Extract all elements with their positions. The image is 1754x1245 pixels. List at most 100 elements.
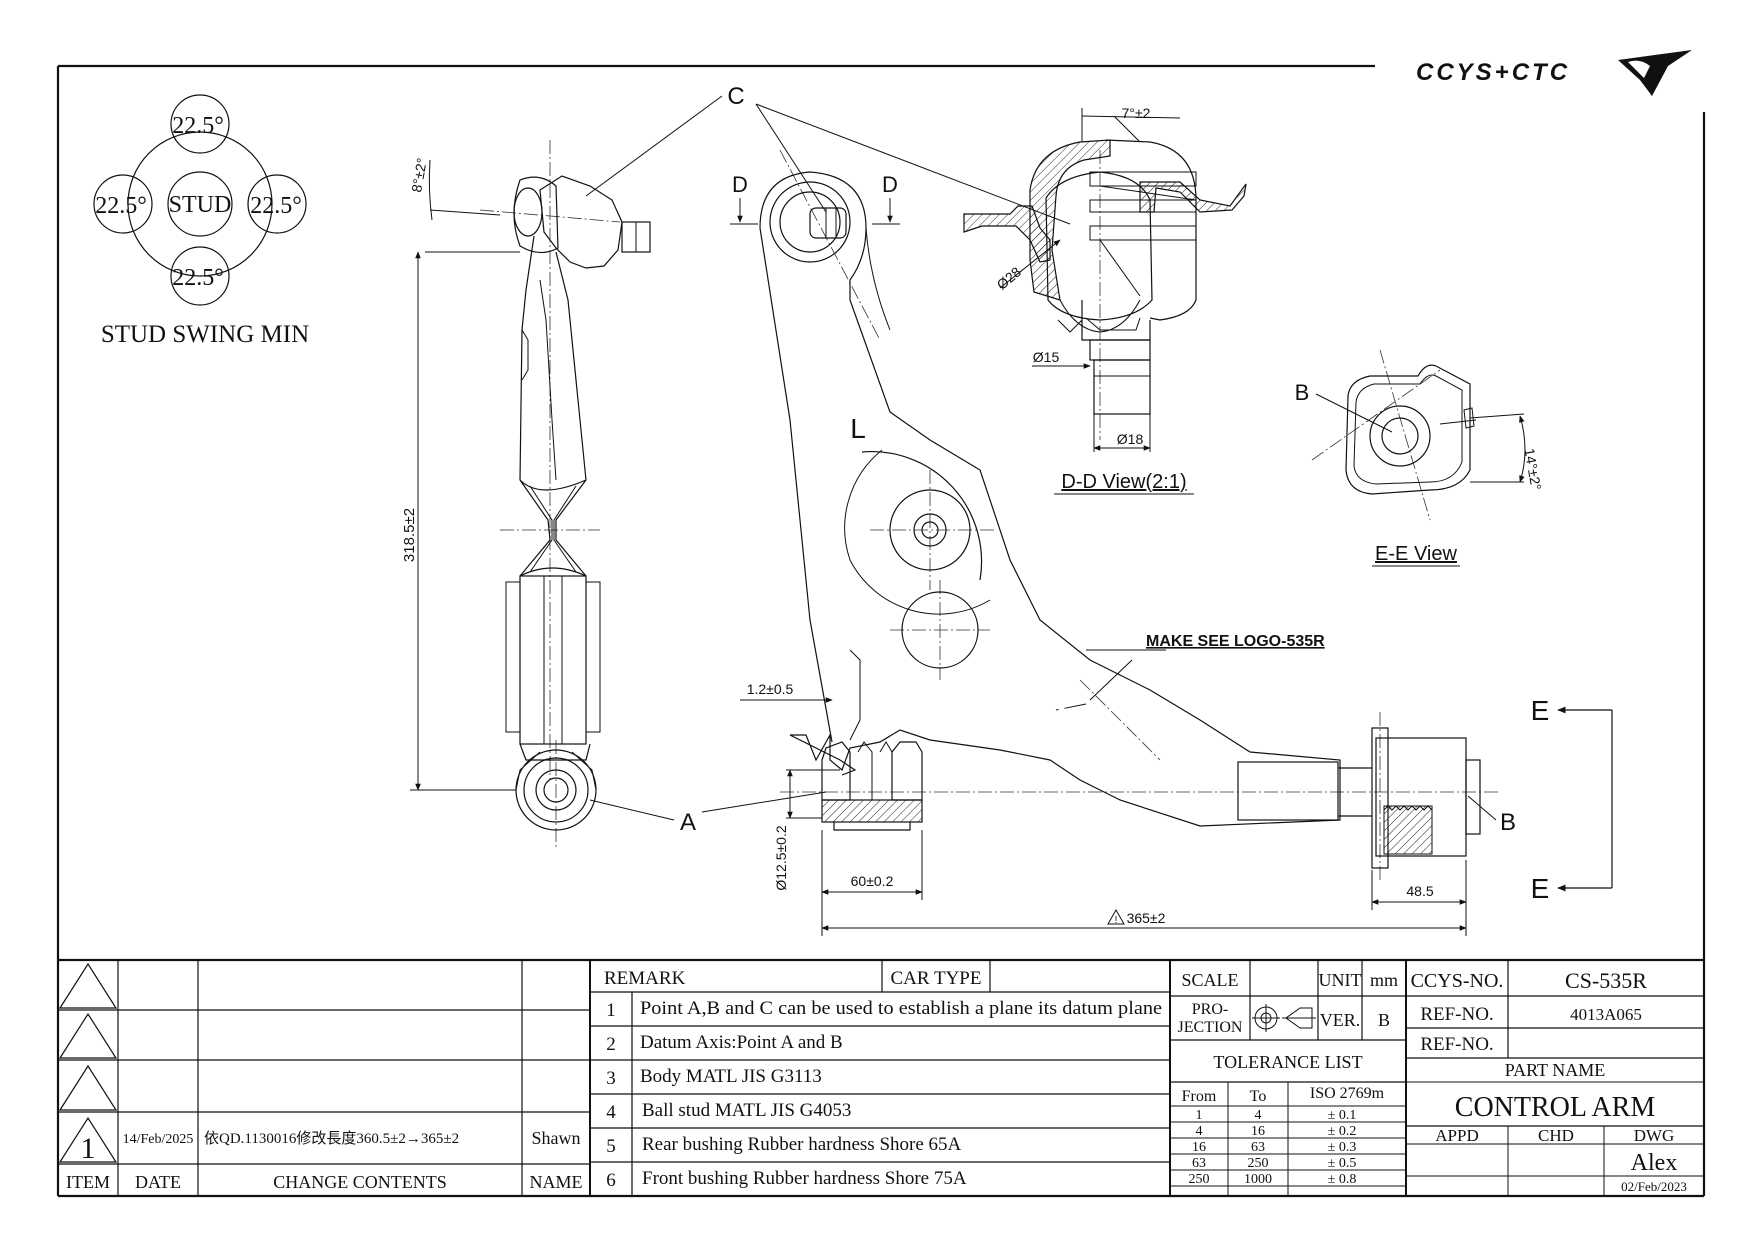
stud-angle-top: 22.5° [172, 113, 224, 139]
remark-4-no: 4 [606, 1102, 616, 1123]
stud-angle-left: 22.5° [95, 193, 147, 219]
ee-angle-dim: 14°±2° [1521, 447, 1544, 491]
tolerance-title: TOLERANCE LIST [1213, 1052, 1362, 1072]
dwg-label: DWG [1634, 1126, 1675, 1145]
callout-a: A [680, 809, 696, 836]
bush-dia-dim: Ø12.5±0.2 [773, 825, 789, 890]
tol-row-tol: ± 0.1 [1328, 1108, 1357, 1123]
tol-header-to: To [1250, 1088, 1267, 1105]
dd-angle-dim: 7°±2 [1122, 105, 1151, 121]
tol-row-tol: ± 0.5 [1328, 1156, 1357, 1171]
dd-section-view: 7°±2 Ø28 Ø15 Ø18 D-D View(2:1) [963, 105, 1247, 495]
chd-label: CHD [1538, 1126, 1574, 1145]
stud-label: STUD [169, 192, 232, 218]
rev-row-4-date: 14/Feb/2025 [123, 1132, 194, 1147]
tilt-dim: 8°±2° [408, 157, 430, 194]
svg-text:!: ! [1115, 915, 1118, 926]
ee-section-view: 14°±2° B E-E View [1295, 349, 1544, 567]
callout-b-top: B [1295, 380, 1310, 405]
callout-d-right: D [882, 172, 898, 197]
stud-angle-bottom: 22.5° [172, 265, 224, 291]
logo-note: MAKE SEE LOGO-535R [1146, 633, 1325, 650]
dd-d15-dim: Ø15 [1033, 349, 1060, 365]
tol-row-from: 1 [1196, 1108, 1203, 1123]
drawing-frame [56, 64, 1706, 1198]
unit-value: mm [1370, 970, 1398, 990]
tol-row-tol: ± 0.2 [1328, 1124, 1357, 1139]
remark-5-no: 5 [606, 1136, 616, 1157]
logo-text: CCYS+CTC [1416, 59, 1570, 86]
projection-symbol-icon [1252, 1004, 1316, 1032]
stud-swing-diagram: STUD 22.5° 22.5° 22.5° 22.5° STUD SWING … [93, 94, 309, 348]
rev-row-4-item: 1 [81, 1132, 96, 1165]
tol-header-from: From [1182, 1088, 1217, 1105]
tol-row-to: 4 [1255, 1108, 1262, 1123]
tol-row-tol: ± 0.8 [1328, 1172, 1357, 1187]
height-dim: 318.5±2 [401, 508, 418, 562]
dd-view-title: D-D View(2:1) [1061, 471, 1186, 493]
rev-header-date: DATE [135, 1172, 181, 1192]
company-logo: CCYS+CTC [1416, 50, 1692, 96]
tol-row-tol: ± 0.3 [1328, 1140, 1357, 1155]
remark-5-text: Rear bushing Rubber hardness Shore 65A [642, 1134, 962, 1155]
tol-row-to: 250 [1248, 1156, 1269, 1171]
scale-label: SCALE [1181, 970, 1238, 990]
tol-row-to: 63 [1251, 1140, 1265, 1155]
unit-label: UNIT [1319, 970, 1362, 990]
part-name: CONTROL ARM [1455, 1092, 1656, 1123]
remark-label: REMARK [604, 968, 686, 989]
tol-row-to: 16 [1251, 1124, 1265, 1139]
plan-view [759, 149, 1500, 880]
ver-label: VER. [1320, 1010, 1361, 1030]
rev-header-item: ITEM [66, 1172, 110, 1192]
front-bushing [821, 741, 923, 831]
remarks-table: REMARK CAR TYPE 1 Point A,B and C can be… [590, 960, 1171, 1196]
ver-value: B [1378, 1010, 1390, 1030]
remark-1-no: 1 [606, 1000, 616, 1021]
ref-no-label-2: REF-NO. [1420, 1034, 1493, 1055]
revision-table: 1 14/Feb/2025 依QD.1130016修改長度360.5±2→365… [58, 960, 591, 1196]
remark-3-text: Body MATL JIS G3113 [640, 1066, 822, 1087]
gap-dim: 1.2±0.5 [747, 681, 794, 697]
callout-d-left: D [732, 172, 748, 197]
side-view-dims: 318.5±2 8°±2° [401, 157, 520, 791]
rev-row-4-contents: 依QD.1130016修改長度360.5±2→365±2 [204, 1130, 459, 1147]
rear-bushing [1237, 727, 1481, 869]
remark-4-text: Ball stud MATL JIS G4053 [642, 1100, 851, 1121]
dd-d28-dim: Ø28 [994, 263, 1025, 292]
remark-1-text: Point A,B and C can be used to establish… [640, 998, 1162, 1019]
remark-2-no: 2 [606, 1034, 616, 1055]
side-view [479, 140, 651, 850]
car-type-label: CAR TYPE [891, 968, 982, 989]
remark-6-text: Front bushing Rubber hardness Shore 75A [642, 1168, 967, 1189]
plan-view-callouts: C D D L A B 1.2±0.5 Ø12.5±0.2 60±0.2 [585, 83, 1613, 936]
ref-no-value-1: 4013A065 [1570, 1005, 1642, 1024]
rev-header-contents: CHANGE CONTENTS [273, 1172, 447, 1192]
callout-e-top: E [1531, 695, 1550, 726]
rear-width-dim: 48.5 [1406, 883, 1433, 899]
tolerance-rows: 1 4 ± 0.1 4 16 ± 0.2 16 63 ± 0.3 63 250 … [1189, 1108, 1357, 1187]
appd-label: APPD [1435, 1126, 1478, 1145]
part-name-label: PART NAME [1505, 1060, 1605, 1080]
remark-2-text: Datum Axis:Point A and B [640, 1032, 843, 1053]
ccys-no-value: CS-535R [1565, 968, 1647, 993]
stud-swing-caption: STUD SWING MIN [101, 321, 309, 348]
bush-width-dim: 60±0.2 [851, 873, 894, 889]
dwg-value: Alex [1631, 1150, 1678, 1176]
remark-6-no: 6 [606, 1170, 616, 1191]
stud-angle-right: 22.5° [250, 193, 302, 219]
tol-row-from: 4 [1196, 1124, 1203, 1139]
tol-row-from: 16 [1192, 1140, 1206, 1155]
dwg-date: 02/Feb/2023 [1621, 1179, 1687, 1194]
callout-l: L [850, 413, 866, 444]
ccys-no-label: CCYS-NO. [1411, 970, 1504, 992]
overall-dim: 365±2 [1127, 910, 1166, 926]
remark-3-no: 3 [606, 1068, 616, 1089]
tol-row-from: 63 [1192, 1156, 1206, 1171]
dd-d18-dim: Ø18 [1117, 431, 1144, 447]
ee-view-title: E-E View [1375, 543, 1457, 565]
tol-row-to: 1000 [1244, 1172, 1272, 1187]
tol-row-from: 250 [1189, 1172, 1210, 1187]
ref-no-label-1: REF-NO. [1420, 1004, 1493, 1025]
